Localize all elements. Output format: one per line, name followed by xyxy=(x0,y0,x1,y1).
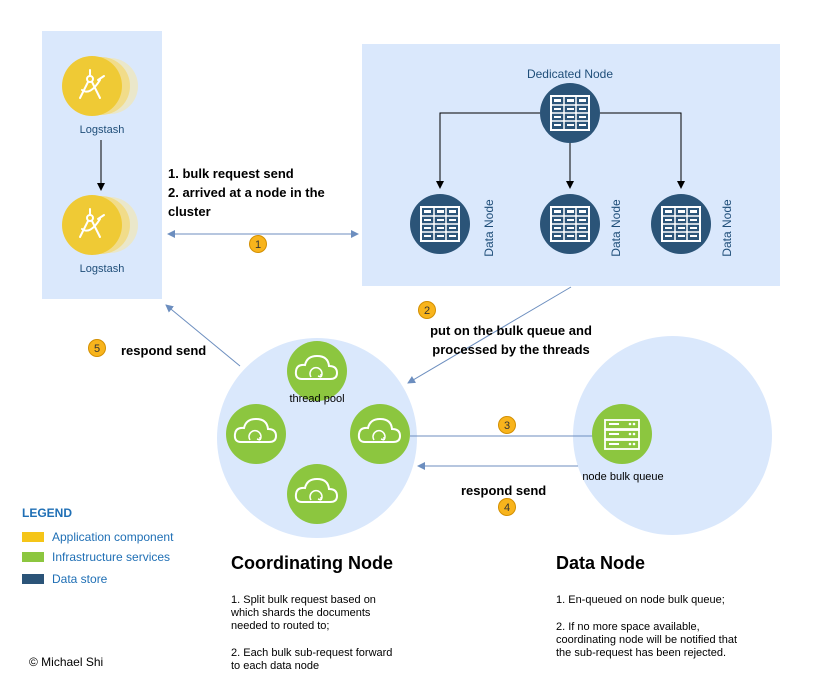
legend-label: Infrastructure services xyxy=(52,550,171,564)
legend-label: Data store xyxy=(52,572,108,586)
coordinating-desc-1-line: needed to routed to; xyxy=(231,620,330,632)
logstash-icon-top xyxy=(61,55,139,117)
step2-line1: put on the bulk queue and xyxy=(430,323,592,338)
logstash-label-top: Logstash xyxy=(79,124,125,136)
bulk-queue-arrow xyxy=(407,286,572,384)
dedicated-node-icon xyxy=(539,82,601,144)
data-node-label-2: Data Node xyxy=(609,199,623,257)
step1-line3: cluster xyxy=(168,204,211,219)
dedicated-node-label: Dedicated Node xyxy=(526,67,614,81)
thread-cloud-bottom xyxy=(286,463,348,525)
step1-line2: 2. arrived at a node in the xyxy=(168,185,325,200)
copyright: © Michael Shi xyxy=(29,655,104,669)
step-badge-1: 1 xyxy=(249,235,267,253)
data-node-icon-1 xyxy=(409,193,471,255)
data-node-icon-3 xyxy=(650,193,712,255)
respond-arrow-logstash xyxy=(165,304,241,367)
step1-text: 1. bulk request send 2. arrived at a nod… xyxy=(168,164,368,221)
data-node-label-1: Data Node xyxy=(482,199,496,257)
data-node-desc-1: 1. En-queued on node bulk queue; xyxy=(556,594,796,607)
data-node-label-3: Data Node xyxy=(720,199,734,257)
logstash-icon-bottom xyxy=(61,194,139,256)
coordinating-desc-1: 1. Split bulk request based on which sha… xyxy=(231,594,431,633)
step-badge-4: 4 xyxy=(498,498,516,516)
thread-pool-label: thread pool xyxy=(289,393,345,405)
step5-text: respond send xyxy=(121,343,207,358)
queue-icon xyxy=(592,404,652,464)
logstash-label-bottom: Logstash xyxy=(79,263,125,275)
thread-cloud-right xyxy=(349,403,411,465)
coordinating-desc-1-line: which shards the documents xyxy=(231,607,371,619)
step-badge-3: 3 xyxy=(498,416,516,434)
data-node-desc-2-line: 2. If no more space available, xyxy=(556,621,700,633)
data-node-icon-2 xyxy=(539,193,601,255)
step-badge-2: 2 xyxy=(418,301,436,319)
data-node-desc-2-line: coordinating node will be notified that xyxy=(556,634,738,646)
cluster-connectors xyxy=(436,112,685,189)
legend-swatch-blue xyxy=(22,574,44,584)
legend-swatch-green xyxy=(22,552,44,562)
step1-line1: 1. bulk request send xyxy=(168,166,294,181)
thread-cloud-left xyxy=(225,403,287,465)
step2-line2: processed by the threads xyxy=(432,342,590,357)
legend-item-infrastructure: Infrastructure services xyxy=(22,550,170,564)
data-node-title: Data Node xyxy=(556,553,646,573)
coordinating-desc-1-line: 1. Split bulk request based on xyxy=(231,594,376,606)
legend-swatch-yellow xyxy=(22,532,44,542)
legend-item-application: Application component xyxy=(22,530,173,544)
coordinating-desc-2: 2. Each bulk sub-request forward to each… xyxy=(231,647,431,673)
queue-label: node bulk queue xyxy=(582,471,664,483)
data-node-desc-2-line: the sub-request has been rejected. xyxy=(556,647,727,659)
coordinating-title: Coordinating Node xyxy=(231,553,393,573)
coordinating-desc-2-line: to each data node xyxy=(231,660,320,672)
legend-label: Application component xyxy=(52,530,174,544)
data-node-desc-1-line: 1. En-queued on node bulk queue; xyxy=(556,594,725,606)
data-node-desc-2: 2. If no more space available, coordinat… xyxy=(556,621,796,660)
step-badge-5: 5 xyxy=(88,339,106,357)
step2-text: put on the bulk queue and processed by t… xyxy=(416,321,606,359)
coordinating-desc-2-line: 2. Each bulk sub-request forward xyxy=(231,647,393,659)
legend-title: LEGEND xyxy=(22,506,73,520)
thread-cloud-top xyxy=(286,340,348,402)
step4-text: respond send xyxy=(461,483,547,498)
legend-item-datastore: Data store xyxy=(22,572,107,586)
